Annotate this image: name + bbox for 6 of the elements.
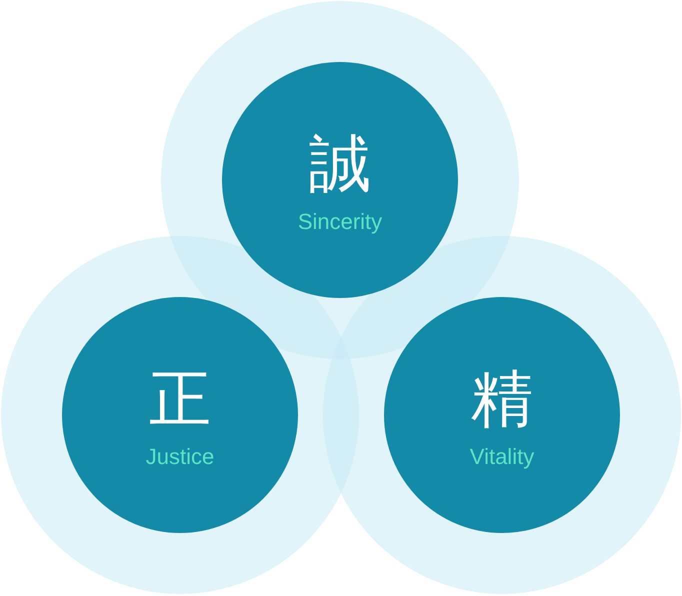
kanji-character: 精 [471, 368, 533, 430]
value-label: Sincerity [298, 209, 382, 235]
kanji-character: 誠 [309, 133, 371, 195]
value-label: Justice [146, 444, 214, 470]
kanji-character: 正 [149, 368, 211, 430]
value-label: Vitality [470, 444, 534, 470]
